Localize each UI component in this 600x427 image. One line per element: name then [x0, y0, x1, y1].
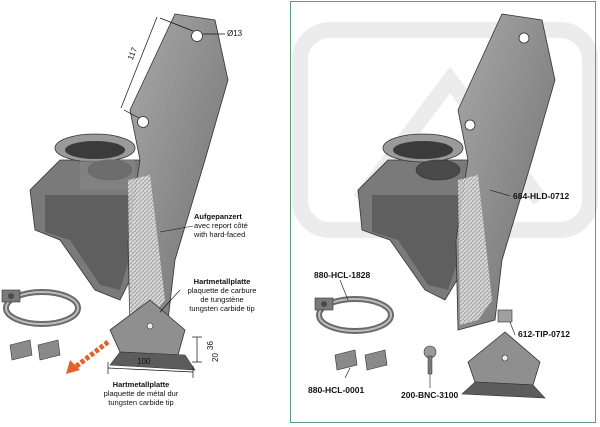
part-label-bolt: 200-BNC-3100 — [401, 390, 459, 400]
right-tip — [461, 331, 546, 399]
left-holder-plate — [127, 13, 229, 331]
hardfaced-fr: avec report côté — [194, 221, 248, 230]
part-label-clamp: 880-HCL-1828 — [314, 270, 371, 280]
carbide-plate-fr1: plaquette de carbure — [187, 286, 257, 295]
left-tip — [109, 299, 196, 371]
hole-diameter-label: Ø13 — [227, 29, 243, 38]
carbide-plate-title: Hartmetallplatte — [193, 277, 251, 286]
part-label-clip: 880-HCL-0001 — [308, 385, 365, 395]
right-drawing — [314, 13, 556, 399]
tip-plate-annotation: Hartmetallplatte plaquette de métal dur … — [86, 380, 196, 407]
direction-arrow — [66, 340, 110, 374]
hardfaced-annotation: Aufgepanzert avec report côté with hard-… — [194, 212, 248, 239]
tip-plate-title: Hartmetallplatte — [112, 380, 170, 389]
right-holder-plate — [455, 13, 556, 331]
hardfaced-title: Aufgepanzert — [194, 212, 242, 221]
carbide-plate-en: tungsten carbide tip — [189, 304, 255, 313]
right-leaders — [339, 189, 516, 388]
right-clips — [334, 349, 388, 371]
tip-depth-label: 20 — [211, 353, 220, 362]
right-panel-frame — [290, 1, 596, 423]
tip-plate-en: tungsten carbide tip — [108, 398, 174, 407]
left-leaders — [159, 225, 194, 313]
right-hose-clamp — [314, 296, 394, 334]
left-drawing — [1, 13, 229, 378]
tip-dimensions — [107, 336, 202, 378]
right-nut — [497, 309, 513, 323]
left-bracket — [29, 133, 146, 301]
left-hose-clamp — [1, 289, 81, 327]
carbide-plate-fr2: de tungstène — [200, 295, 244, 304]
part-label-tip: 612-TIP-0712 — [518, 329, 570, 339]
left-clips — [9, 339, 61, 361]
hole-spacing-dimension — [120, 16, 194, 119]
tip-width-label: 100 — [137, 357, 151, 366]
hardfaced-en: with hard-faced — [194, 230, 246, 239]
part-label-holder: 684-HLD-0712 — [513, 191, 570, 201]
carbide-plate-annotation: Hartmetallplatte plaquette de carbure de… — [172, 277, 272, 313]
tip-height-label: 36 — [206, 341, 215, 350]
right-bracket — [357, 133, 476, 301]
tip-plate-fr: plaquette de métal dur — [103, 389, 179, 398]
